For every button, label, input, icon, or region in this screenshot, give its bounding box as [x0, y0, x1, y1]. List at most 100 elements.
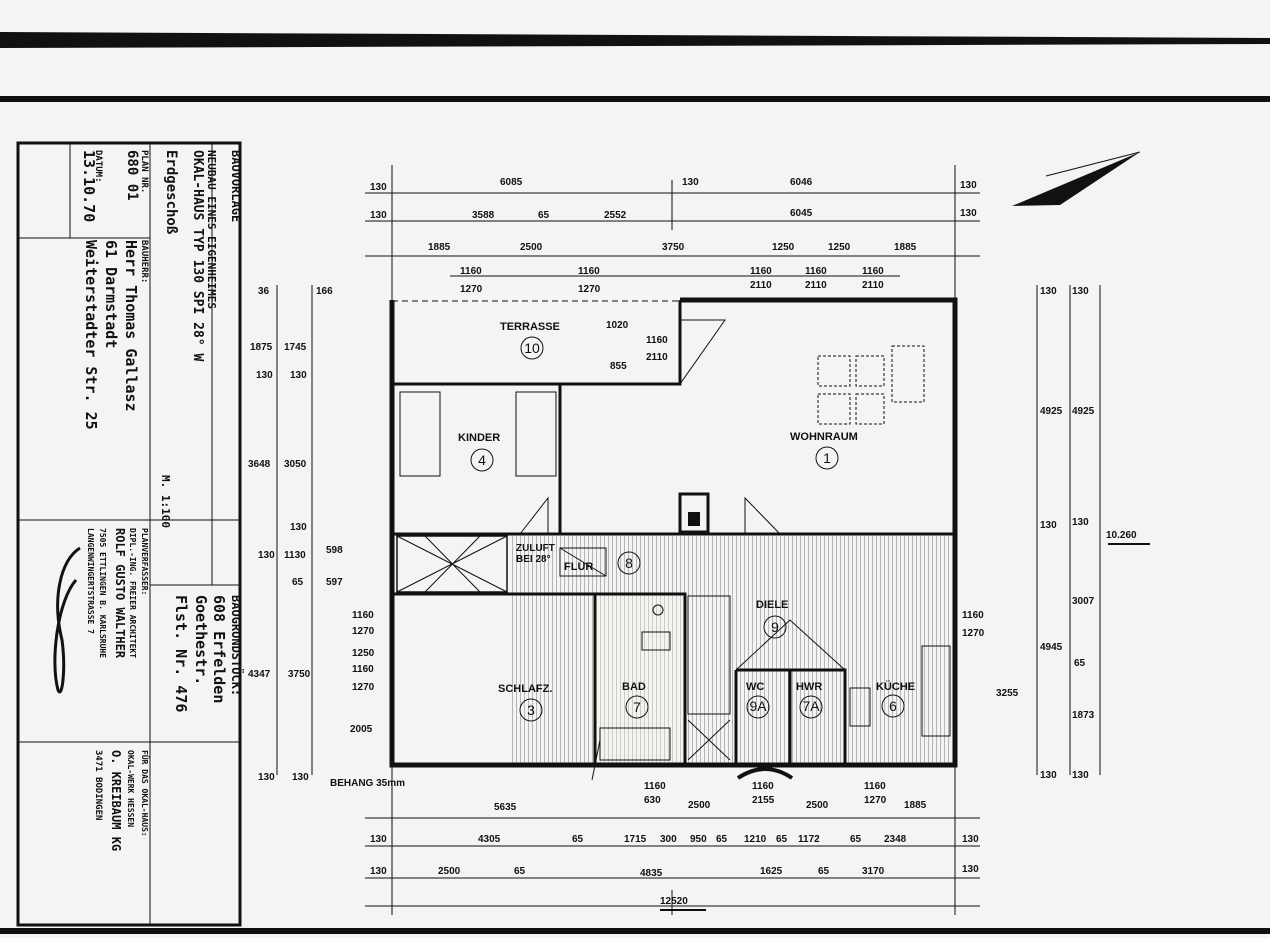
dimension-lines: [276, 165, 1150, 915]
dim-right-2: 4925: [1040, 406, 1063, 417]
dim-right-11: 130: [1072, 770, 1089, 781]
dim-win-2: 1160: [578, 266, 600, 277]
dim-top-r2-2: 65: [538, 210, 550, 221]
title-block: BAUVORLAGE NEUBAU EINES EIGENHEIMES OKAL…: [16, 141, 244, 927]
dim-bot-r3-6: 3170: [862, 866, 885, 877]
room-kueche-number: 6: [889, 698, 897, 714]
dim-bot-r2-6: 65: [716, 834, 728, 845]
dim-left-3: 1745: [284, 342, 307, 353]
tb-date: 13.10.70: [80, 150, 98, 222]
dim-top-r3-4: 1250: [828, 242, 851, 253]
tb-site-street: Goethestr.: [192, 595, 210, 685]
dimensions-left: 36 166 1875 1745 130 130 3648 3050 130 1…: [248, 286, 343, 783]
room-flur-number: 8: [625, 555, 633, 571]
dim-top-r1-0: 130: [370, 182, 387, 193]
dim-inner-12: 3255: [996, 688, 1019, 699]
dim-top-r3-0: 1885: [428, 242, 451, 253]
dim-inner-8: 1270: [352, 682, 375, 693]
dim-right-10: 130: [1040, 770, 1057, 781]
dim-right-1: 130: [1072, 286, 1089, 297]
dim-inner-7: 1160: [352, 664, 374, 675]
room-kueche-label: KÜCHE: [876, 680, 915, 693]
tb-site-city: 608 Erfelden: [210, 595, 228, 703]
dim-left-1: 166: [316, 286, 333, 297]
zuluft-angle-label: BEI 28°: [516, 554, 551, 565]
room-wohnraum-label: WOHNRAUM: [790, 431, 858, 443]
dim-top-r2-5: 130: [960, 208, 977, 219]
dim-top-r3-2: 3750: [662, 242, 685, 253]
dim-bot-r2-4: 300: [660, 834, 677, 845]
dim-left-11: 598: [326, 545, 343, 556]
dim-right-7: 4945: [1040, 642, 1063, 653]
dim-bot-r1-1: 2500: [688, 800, 711, 811]
dim-left-10: 1130: [284, 550, 306, 561]
room-kinder-label: KINDER: [458, 432, 500, 444]
room-hwr-number: 7A: [802, 698, 820, 714]
room-flur-label: FLUR: [564, 561, 593, 573]
room-wc-label: WC: [746, 681, 764, 693]
dim-inner-3: 855: [610, 361, 627, 372]
dim-inner-4: 1160: [352, 610, 374, 621]
dim-left-4: 130: [256, 370, 273, 381]
tb-planner-3: 7505 ETTLINGEN B. KARLSRUHE: [98, 528, 107, 658]
dim-top-r1-3: 6046: [790, 177, 813, 188]
room-wohnraum-number: 1: [823, 450, 831, 466]
tb-site-label: BAUGRUNDSTÜCK:: [229, 595, 244, 696]
dim-bot-r3-3: 4835: [640, 868, 663, 879]
dim-bot-r2-5: 950: [690, 834, 707, 845]
dim-inner-5: 1270: [352, 626, 375, 637]
room-hwr-label: HWR: [796, 681, 822, 693]
tb-firm-2: OKAL-WERK HESSEN: [126, 750, 135, 827]
tb-firm-4: 3471 BODINGEN: [93, 750, 103, 820]
room-diele-label: DIELE: [756, 599, 788, 611]
dim-win-9: 2110: [862, 280, 884, 291]
tb-owner-label: BAUHERR:: [139, 240, 149, 283]
tb-plan-nr: 680 01: [124, 150, 140, 201]
dim-left-17: 130: [292, 772, 309, 783]
dim-right-4: 130: [1040, 520, 1057, 531]
tb-firm-1: FÜR DAS OKAL-HAUS:: [140, 750, 150, 837]
dim-top-r1-1: 6085: [500, 177, 523, 188]
room-diele-number: 9: [771, 619, 779, 635]
dim-bot-r3-5: 65: [818, 866, 830, 877]
dim-win-7: 2110: [805, 280, 827, 291]
dim-bot-r3-7: 130: [962, 864, 979, 875]
total-width-label: 12520: [660, 896, 688, 907]
room-bad-number: 7: [633, 699, 641, 715]
dim-bot-r2-8: 65: [776, 834, 788, 845]
dim-bot-r2-7: 1210: [744, 834, 767, 845]
room-kinder-number: 4: [478, 452, 486, 468]
dim-bot-r3-4: 1625: [760, 866, 783, 877]
dim-inner-2: 2110: [646, 352, 668, 363]
dim-left-7: 3050: [284, 459, 307, 470]
dim-bot-r3-1: 2500: [438, 866, 461, 877]
dim-left-8: 130: [290, 522, 307, 533]
dim-left-15: 3750: [288, 669, 311, 680]
dim-bwin-3: 2155: [752, 795, 775, 806]
tb-planner-2: ROLF GUSTO WALTHER: [113, 528, 127, 659]
tb-owner-city: 61 Darmstadt: [102, 240, 120, 348]
dim-top-r2-3: 2552: [604, 210, 627, 221]
dim-bwin-5: 1270: [864, 795, 887, 806]
behang-label: BEHANG 35mm: [330, 778, 405, 789]
floor-plan: [389, 297, 958, 781]
dim-top-r1-2: 130: [682, 177, 699, 188]
tb-datum-label: DATUM:: [93, 150, 103, 183]
dim-bot-r2-10: 65: [850, 834, 862, 845]
tb-floor: Erdgeschoß: [163, 150, 179, 235]
dim-win-1: 1270: [460, 284, 483, 295]
dim-bwin-0: 1160: [644, 781, 666, 792]
tb-project-2: OKAL-HAUS TYP 130 SPI 28° W: [190, 150, 205, 361]
dim-bot-r1-0: 5635: [494, 802, 517, 813]
tb-header: BAUVORLAGE: [229, 150, 243, 222]
room-terrasse-number: 10: [524, 340, 540, 356]
sheet-border-bottom: [0, 928, 1270, 934]
dim-right-9: 1873: [1072, 710, 1095, 721]
sheet-border-top: [0, 96, 1270, 102]
dim-win-5: 2110: [750, 280, 772, 291]
dim-bwin-1: 630: [644, 795, 661, 806]
signature: [53, 546, 81, 694]
dim-top-r1-4: 130: [960, 180, 977, 191]
tb-owner-street: Weiterstadter Str. 25: [82, 240, 100, 430]
copy-edge-top: [0, 32, 1270, 48]
